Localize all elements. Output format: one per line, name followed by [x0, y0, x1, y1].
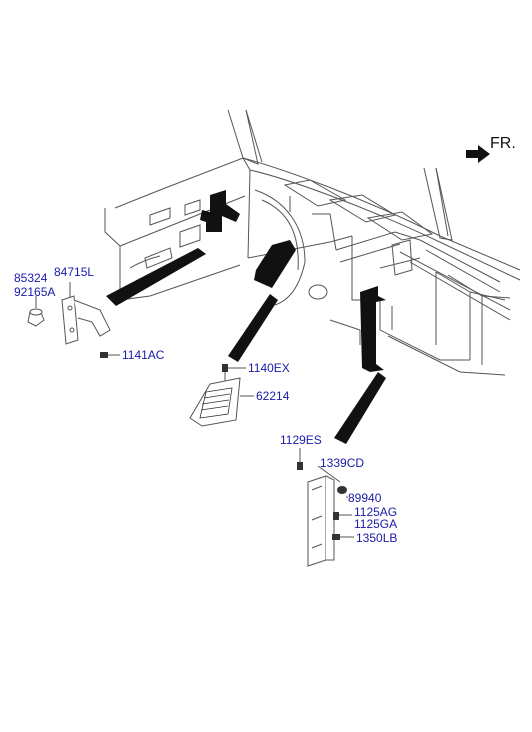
callout-wedge-right: [334, 372, 386, 444]
part-label-1141ac: 1141AC: [122, 348, 165, 362]
right-bracket-silhouette: [360, 286, 386, 372]
front-arrow-icon: [466, 145, 490, 163]
step-pad-parts-group: 1140EX 62214: [189, 361, 290, 427]
washer-bolt-icon: [333, 512, 339, 520]
vehicle-body-linework: [104, 109, 521, 376]
step-pad-silhouette: [254, 240, 296, 288]
callout-wedge-center: [228, 294, 278, 362]
rubber-bumper-icon: [27, 308, 45, 327]
front-direction-label: FR.: [490, 135, 516, 152]
vertical-bracket-icon: [307, 475, 335, 567]
part-label-1125ga: 1125GA: [354, 517, 397, 531]
small-bolt-icon: [100, 352, 108, 358]
mounted-brackets: [200, 190, 386, 372]
left-parts-group: 85324 92165A 84715L 1141AC: [14, 265, 165, 362]
bolt-icon: [297, 448, 303, 470]
part-label-85324: 85324: [14, 271, 48, 285]
part-label-1339cd: 1339CD: [320, 456, 364, 470]
nut-icon: [337, 486, 347, 494]
part-label-1129es: 1129ES: [280, 433, 322, 447]
part-label-62214: 62214: [256, 389, 290, 403]
hinge-bracket-icon: [61, 295, 111, 345]
front-direction-indicator: FR.: [466, 135, 516, 163]
right-parts-group: 1129ES 1339CD 89940 1125AG 1125GA 1350LB: [280, 433, 397, 567]
part-label-1125ag: 1125AG: [354, 505, 397, 519]
part-label-92165a: 92165A: [14, 285, 55, 299]
callout-wedge-left: [106, 248, 206, 306]
plug-icon: [332, 534, 340, 540]
part-label-89940: 89940: [348, 491, 382, 505]
part-label-1350lb: 1350LB: [356, 531, 397, 545]
step-pad-icon: [189, 377, 241, 427]
part-label-1140ex: 1140EX: [248, 361, 290, 375]
left-bracket-silhouette: [200, 190, 240, 232]
part-label-84715l: 84715L: [54, 265, 94, 279]
callout-wedges: [106, 248, 386, 444]
